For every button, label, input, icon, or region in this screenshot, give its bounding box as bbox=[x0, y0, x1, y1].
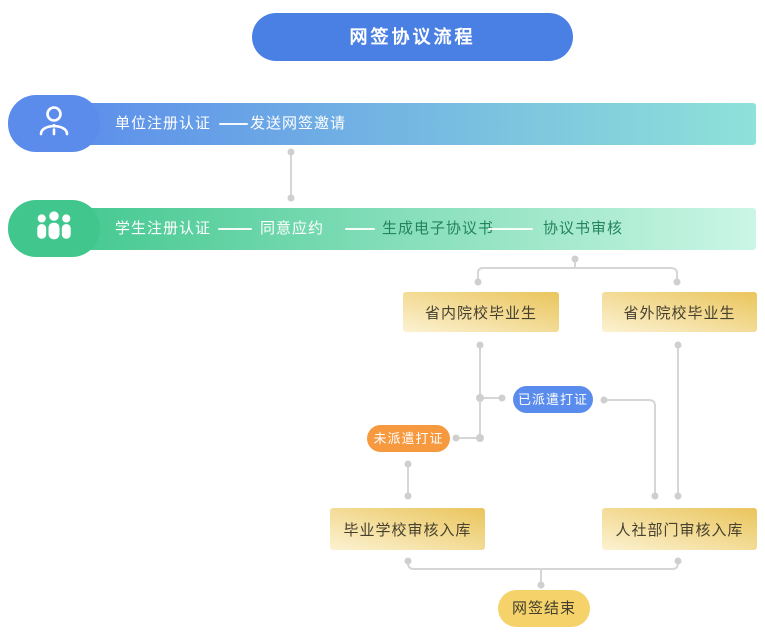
node-hr-review: 人社部门审核入库 bbox=[602, 508, 757, 550]
step-send-invite: 发送网签邀请 bbox=[250, 115, 347, 132]
unit-lane-bar bbox=[54, 103, 756, 145]
node-outside-province-graduates: 省外院校毕业生 bbox=[602, 292, 757, 332]
step-separator bbox=[219, 123, 248, 125]
step-unit-register: 单位注册认证 bbox=[115, 115, 212, 132]
step-separator bbox=[488, 228, 533, 230]
node-school-review: 毕业学校审核入库 bbox=[330, 508, 485, 550]
step-agreement-review: 协议书审核 bbox=[543, 220, 624, 237]
node-end: 网签结束 bbox=[498, 590, 590, 627]
step-generate-agreement: 生成电子协议书 bbox=[382, 220, 495, 237]
node-inside-province-graduates: 省内院校毕业生 bbox=[403, 292, 559, 332]
step-student-register: 学生注册认证 bbox=[115, 220, 212, 237]
unit-lane-badge bbox=[8, 95, 100, 152]
badge-not-dispatched: 未派遣打证 bbox=[367, 425, 450, 452]
student-lane-bar bbox=[54, 208, 756, 250]
user-icon bbox=[36, 103, 72, 144]
student-lane-badge bbox=[8, 200, 100, 257]
users-icon bbox=[33, 209, 75, 248]
page-title: 网签协议流程 bbox=[252, 13, 573, 61]
badge-dispatched: 已派遣打证 bbox=[513, 386, 593, 413]
step-accept-offer: 同意应约 bbox=[260, 220, 325, 237]
step-separator bbox=[345, 228, 375, 230]
step-separator bbox=[218, 228, 252, 230]
